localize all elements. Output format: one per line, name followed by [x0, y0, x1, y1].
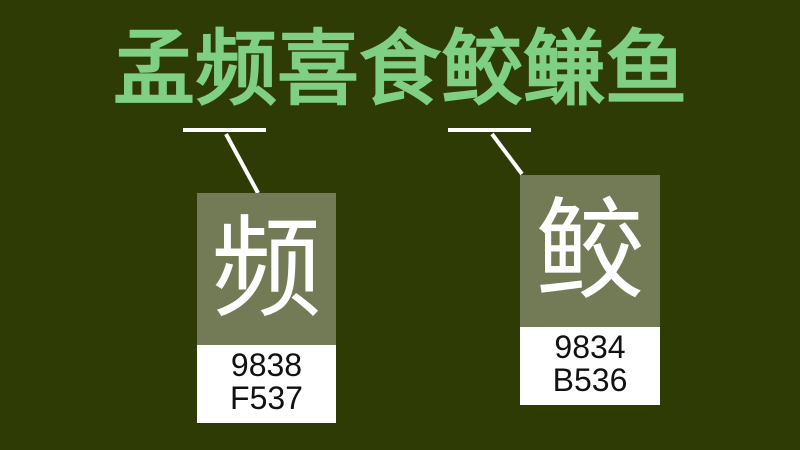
- title-char: 喜: [276, 22, 359, 117]
- card-code-line: F537: [230, 380, 303, 416]
- card-codes: 9834 B536: [520, 327, 660, 405]
- card-code-line: B536: [552, 362, 628, 398]
- phrase-title: 孟频喜食鲛鳒鱼: [0, 20, 800, 120]
- title-char: 食: [358, 22, 441, 117]
- card-code-line: 9838: [230, 347, 303, 383]
- title-char: 孟: [112, 22, 195, 117]
- char-card-left: 频 9838 F537: [197, 193, 336, 423]
- card-glyph: 鲛: [520, 175, 660, 327]
- underline-left: [183, 128, 266, 132]
- underline-right: [448, 128, 531, 132]
- title-char: 鳒: [523, 22, 606, 117]
- connector-right: [490, 132, 524, 176]
- card-codes: 9838 F537: [197, 345, 336, 423]
- title-char: 鱼: [605, 22, 688, 117]
- title-char: 频: [194, 22, 277, 117]
- char-card-right: 鲛 9834 B536: [520, 175, 660, 405]
- card-glyph: 频: [197, 193, 336, 345]
- title-char: 鲛: [441, 22, 524, 117]
- connector-left: [224, 133, 260, 194]
- card-code-line: 9834: [554, 329, 626, 365]
